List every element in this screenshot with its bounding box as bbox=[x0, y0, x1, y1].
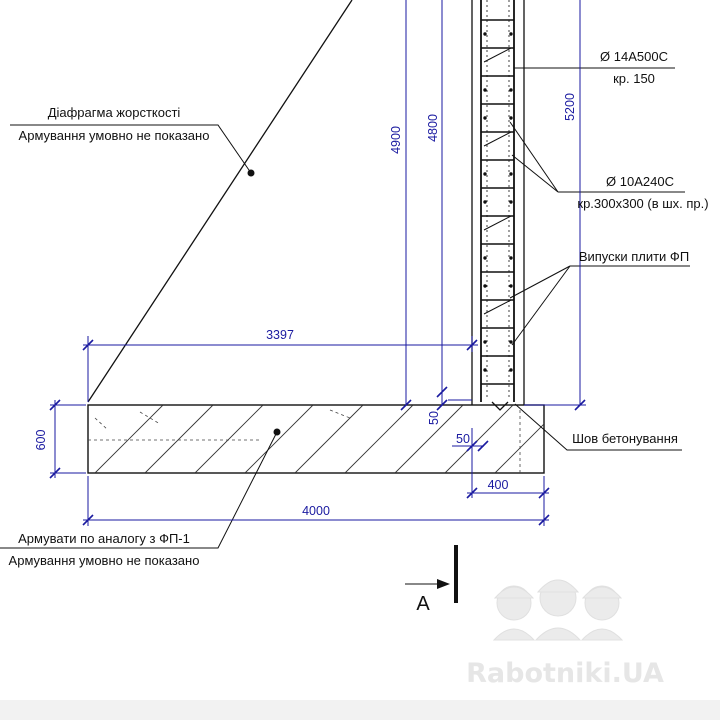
watermark-logo bbox=[492, 579, 624, 641]
footing-slab bbox=[87, 404, 545, 474]
slab-dowels-leader bbox=[509, 265, 690, 346]
dimension-4000: 4000 bbox=[302, 504, 330, 518]
rebar-stirrup-spacing: кр.300х300 (в шх. пр.) bbox=[577, 196, 708, 211]
watermark-text: Rabotniki.UA bbox=[466, 658, 664, 689]
footing-label: Армувати по аналогу з ФП-1 bbox=[18, 531, 190, 546]
dimension-600: 600 bbox=[34, 430, 48, 451]
footing-leader bbox=[0, 431, 278, 549]
section-mark-letter: А bbox=[416, 593, 430, 615]
rebar-dots bbox=[483, 32, 513, 372]
diaphragm-note: Армування умовно не показано bbox=[19, 128, 210, 143]
diaphragm-leader bbox=[10, 124, 252, 174]
dimension-400: 400 bbox=[488, 478, 509, 492]
slab-dowels-label: Випуски плити ФП bbox=[579, 249, 689, 264]
footing-note: Армування умовно не показано bbox=[9, 553, 200, 568]
section-mark: А bbox=[405, 545, 458, 615]
dimension-3397: 3397 bbox=[266, 328, 294, 342]
wall-column bbox=[471, 0, 525, 411]
rebar-main-label: Ø 14A500C bbox=[600, 49, 668, 64]
dimension-4800: 4800 bbox=[426, 114, 440, 142]
dimension-50-horizontal: 50 bbox=[456, 432, 470, 446]
construction-joint-label: Шов бетонування bbox=[572, 431, 678, 446]
rebar-stirrup-label: Ø 10A240C bbox=[606, 174, 674, 189]
dimension-4900: 4900 bbox=[389, 126, 403, 154]
dimension-5200: 5200 bbox=[563, 93, 577, 121]
dimension-lines bbox=[49, 0, 586, 526]
rebar-main-spacing: кр. 150 bbox=[613, 71, 655, 86]
bottom-strip bbox=[0, 700, 720, 720]
dimension-50-vertical: 50 bbox=[427, 411, 441, 425]
diaphragm-edge-line bbox=[87, 0, 353, 403]
joint-leader bbox=[514, 403, 682, 451]
diaphragm-label: Діафрагма жорсткості bbox=[48, 105, 181, 120]
rebar-stirrup-leader bbox=[509, 121, 685, 193]
